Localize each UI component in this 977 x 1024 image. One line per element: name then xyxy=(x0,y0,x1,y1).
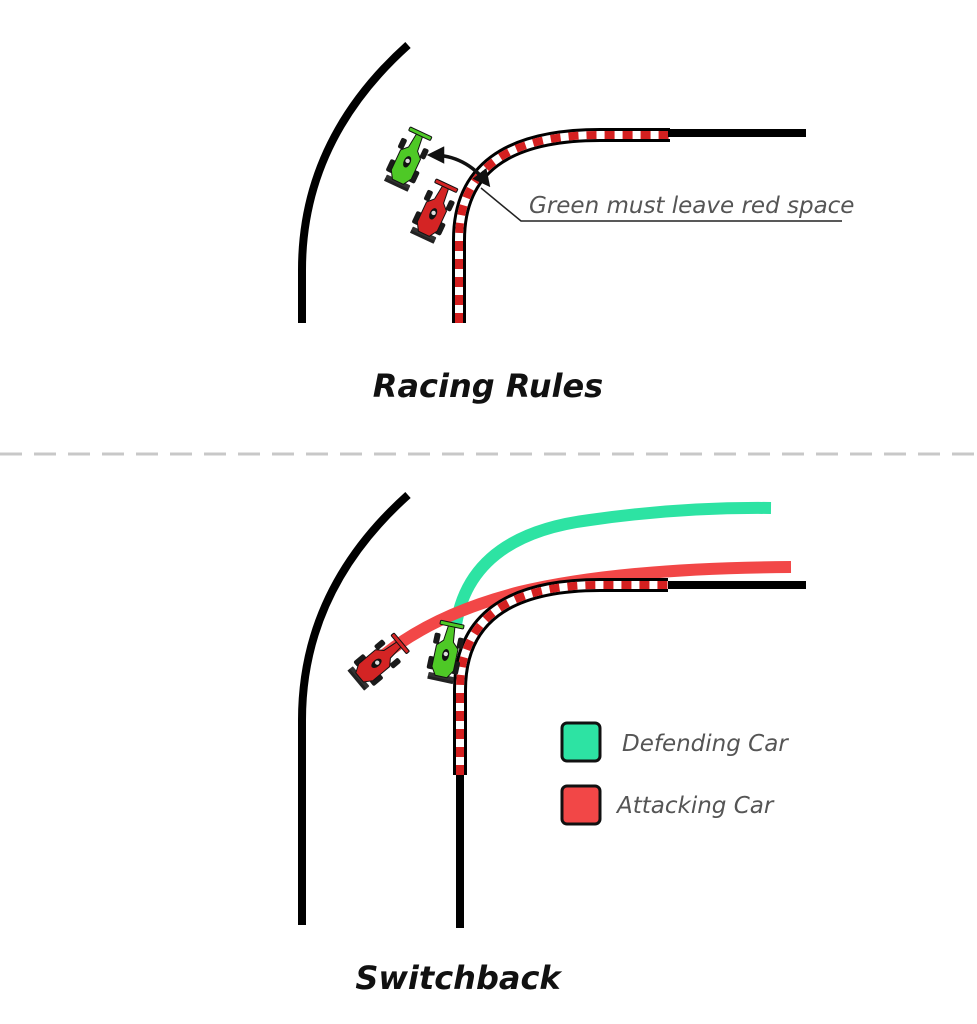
legend-swatch-attacking xyxy=(560,784,602,826)
outer-track-edge xyxy=(298,42,411,323)
annotation-text: Green must leave red space xyxy=(529,193,854,219)
top-panel: Green must leave red space Racing Rules xyxy=(298,42,854,405)
defending-car-line xyxy=(450,501,772,627)
bottom-panel-title: Switchback xyxy=(355,959,562,997)
legend-label-defending: Defending Car xyxy=(622,731,789,757)
annotation-leader xyxy=(480,187,842,222)
legend-swatch-defending xyxy=(560,721,602,763)
inner-kerb-red xyxy=(455,131,670,323)
double-arrow-icon xyxy=(426,146,491,188)
bottom-panel: Defending Car Attacking Car Switchback xyxy=(298,492,806,997)
green-race-car-icon xyxy=(380,124,437,194)
legend: Defending Car Attacking Car xyxy=(560,721,789,826)
top-panel-title: Racing Rules xyxy=(373,367,603,405)
inner-track-edge-bottom xyxy=(456,581,806,928)
inner-kerb-stripes-bottom xyxy=(456,581,668,775)
legend-label-attacking: Attacking Car xyxy=(615,793,775,819)
outer-track-edge-bottom xyxy=(298,492,411,925)
